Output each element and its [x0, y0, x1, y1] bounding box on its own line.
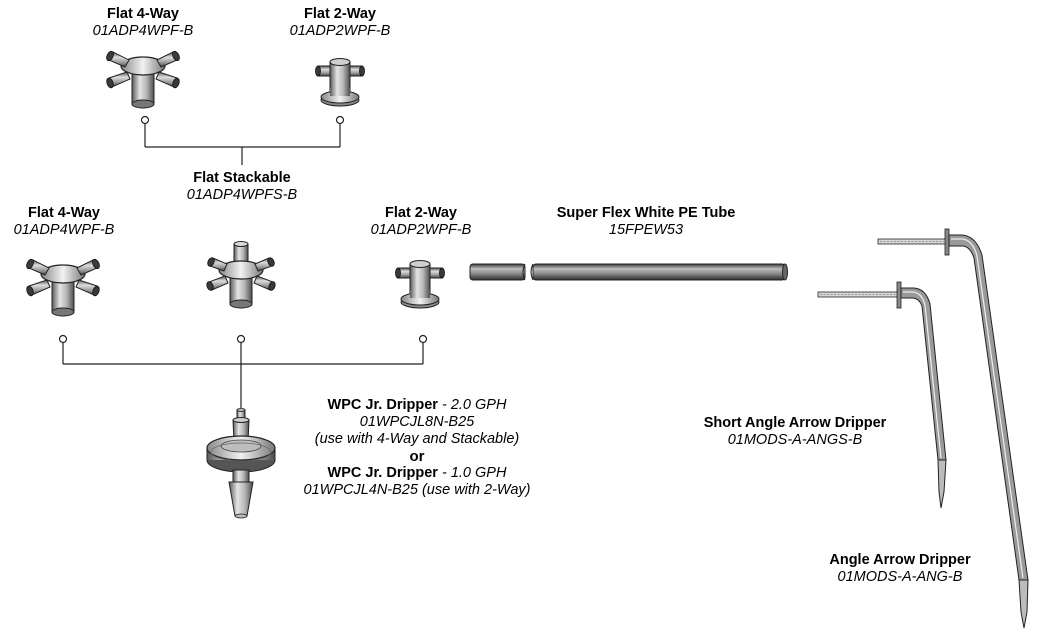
or-label: or — [409, 448, 425, 465]
label-flat-stackable: Flat Stackable 01ADP4WPFS-B — [162, 170, 322, 204]
dripper-1gph-code-line: 01WPCJL4N-B25 (use with 2-Way) — [282, 482, 552, 499]
part-name: Flat Stackable — [193, 170, 291, 186]
angle-arrow-dripper-graphic — [877, 228, 1029, 629]
part-name: Super Flex White PE Tube — [556, 205, 736, 221]
part-name: Flat 4-Way — [107, 6, 179, 22]
part-code: 01ADP2WPF-B — [289, 23, 391, 39]
label-wpc-jr-dripper-group: WPC Jr. Dripper - 2.0 GPH 01WPCJL8N-B25 … — [282, 397, 552, 499]
dripper-2gph-title-line: WPC Jr. Dripper - 2.0 GPH — [282, 397, 552, 414]
top-connector-nodes — [140, 115, 345, 125]
part-code: 01MODS-A-ANGS-B — [727, 432, 863, 448]
flat-stackable-fitting — [205, 240, 277, 309]
bottom-connector-nodes — [58, 334, 428, 344]
part-code: 01ADP2WPF-B — [370, 222, 472, 238]
part-code: 01ADP4WPF-B — [13, 222, 115, 238]
pe-tube-graphic — [469, 263, 788, 281]
dripper-1gph-title-line: WPC Jr. Dripper - 1.0 GPH — [282, 465, 552, 482]
flow-rate: - 2.0 GPH — [437, 397, 507, 413]
part-code: 01ADP4WPFS-B — [186, 187, 298, 203]
flat-2-way-fitting-top — [315, 58, 365, 107]
part-code: 01MODS-A-ANG-B — [837, 569, 963, 585]
flat-4-way-fitting-middle — [24, 257, 102, 317]
part-name: Angle Arrow Dripper — [829, 552, 971, 568]
part-name: Short Angle Arrow Dripper — [703, 415, 887, 431]
flat-4-way-fitting-top — [104, 49, 182, 109]
top-connector-lines — [144, 124, 341, 165]
flow-rate: - 1.0 GPH — [437, 465, 507, 481]
part-code: 15FPEW53 — [608, 222, 684, 238]
bottom-connector-lines — [62, 343, 424, 408]
label-pe-tube: Super Flex White PE Tube 15FPEW53 — [536, 205, 756, 239]
part-code: 01WPCJL8N-B25 — [359, 414, 475, 430]
label-angle-arrow-dripper: Angle Arrow Dripper 01MODS-A-ANG-B — [790, 552, 1010, 586]
part-name: Flat 4-Way — [28, 205, 100, 221]
part-code: 01WPCJL4N-B25 — [303, 482, 418, 498]
usage-note: (use with 2-Way) — [417, 482, 531, 498]
label-flat-4-way-middle: Flat 4-Way 01ADP4WPF-B — [0, 205, 144, 239]
label-flat-2-way-top: Flat 2-Way 01ADP2WPF-B — [260, 6, 420, 40]
part-name: WPC Jr. Dripper — [327, 397, 438, 413]
wpc-jr-dripper-graphic — [206, 408, 276, 519]
part-name: WPC Jr. Dripper — [327, 465, 438, 481]
part-name: Flat 2-Way — [304, 6, 376, 22]
label-short-angle-arrow-dripper: Short Angle Arrow Dripper 01MODS-A-ANGS-… — [670, 415, 920, 449]
usage-note: (use with 4-Way and Stackable) — [314, 431, 520, 447]
part-name: Flat 2-Way — [385, 205, 457, 221]
part-code: 01ADP4WPF-B — [92, 23, 194, 39]
flat-2-way-fitting-middle — [395, 260, 445, 309]
short-angle-arrow-dripper-graphic — [817, 281, 947, 509]
label-flat-4-way-top: Flat 4-Way 01ADP4WPF-B — [63, 6, 223, 40]
label-flat-2-way-middle: Flat 2-Way 01ADP2WPF-B — [341, 205, 501, 239]
